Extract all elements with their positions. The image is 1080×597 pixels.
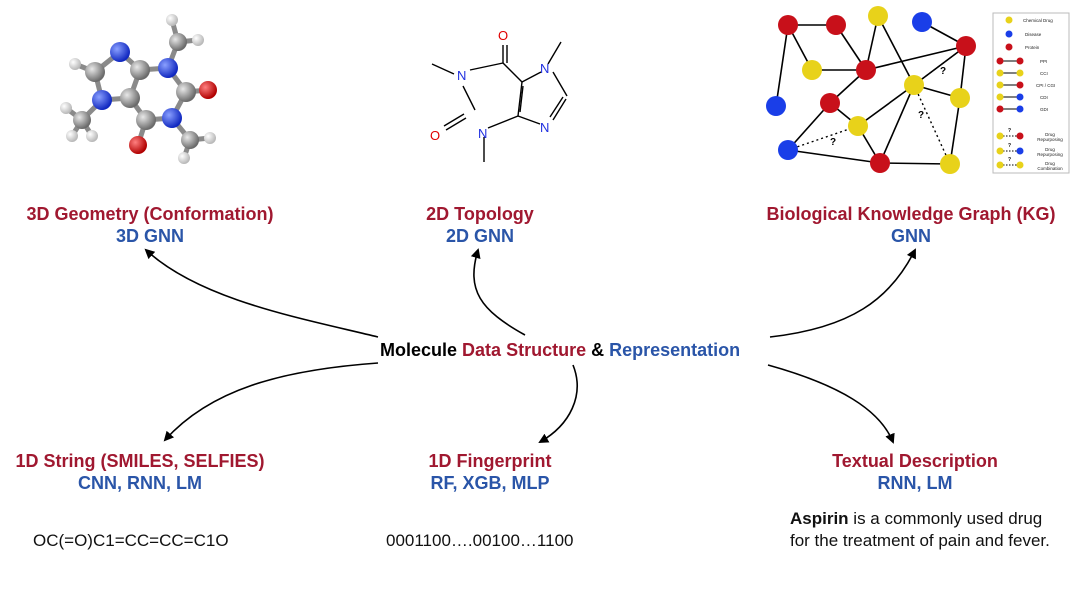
legend-gdi: GDI [1040,107,1049,112]
legend-cci: CCI [1040,71,1048,76]
label-1d-fingerprint: 1D Fingerprint RF, XGB, MLP [390,450,590,494]
legend-drug-repurposing-2: Drug Repurposing [1037,147,1063,157]
legend-question-1: ? [1008,128,1011,134]
kg-legend-symbols: ? ? ? [992,12,1070,174]
example-smiles: OC(=O)C1=CC=CC=C1O [33,531,229,550]
legend-protein: Protein [1025,45,1040,50]
legend-drug-combination: Drug Combination [1037,161,1063,171]
label-2d-topology: 2D Topology 2D GNN [380,203,580,247]
atom-n-left: N [457,68,466,83]
model-1d-string: CNN, RNN, LM [78,473,202,493]
label-knowledge-graph: Biological Knowledge Graph (KG) GNN [750,203,1072,247]
atom-n-right: N [540,120,549,135]
title-2d-topology: 2D Topology [426,204,534,224]
legend-cpi-cgi: CPI / CGI [1036,83,1056,88]
model-3d-gnn: 3D GNN [115,226,184,246]
model-1d-fingerprint: RF, XGB, MLP [430,473,550,493]
model-kg-gnn: GNN [891,226,931,246]
model-2d-gnn: 2D GNN [445,226,514,246]
arrow-to-kg [769,248,916,338]
atom-n-bottom: N [478,126,487,141]
molecule-3d-image [60,14,217,164]
legend-disease: Disease [1025,32,1042,37]
knowledge-graph-image: ? ? ? [766,6,976,174]
title-1d-fingerprint: 1D Fingerprint [428,451,552,471]
legend-ppi: PPI [1040,59,1048,64]
arrow-to-1d-string [163,362,379,442]
example-aspirin: Aspirin [790,509,849,528]
molecule-2d-image: O N N O N N [430,28,568,162]
center-data-structure: Data Structure [462,340,587,360]
example-aspirin-description: is a commonly used drug for the treatmen… [790,509,1050,550]
legend-question-2: ? [1008,143,1011,149]
kg-question-3: ? [918,110,924,121]
title-knowledge-graph: Biological Knowledge Graph (KG) [766,204,1056,224]
model-textual-description: RNN, LM [877,473,953,493]
center-title: Molecule Data Structure & Representation [380,340,780,361]
kg-question-1: ? [940,66,946,77]
label-textual-description: Textual Description RNN, LM [800,450,1030,494]
arrow-to-1d-fingerprint [538,364,578,443]
arrow-to-2d-topology [470,248,526,336]
title-textual-description: Textual Description [832,451,998,471]
center-representation: Representation [609,340,741,360]
legend-cdi: CDI [1040,95,1048,100]
center-molecule: Molecule [380,340,458,360]
legend-question-3: ? [1008,157,1011,163]
atom-o-left: O [430,128,440,143]
atom-n-top-right: N [540,61,549,76]
arrows [144,248,916,444]
arrow-to-3d-geometry [144,248,379,338]
example-fingerprint: 0001100….00100…1100 [386,531,574,550]
label-3d-geometry: 3D Geometry (Conformation) 3D GNN [0,203,300,247]
title-3d-geometry: 3D Geometry (Conformation) [26,204,274,224]
legend-drug-repurposing-1: Drug Repurposing [1037,132,1063,142]
label-1d-string: 1D String (SMILES, SELFIES) CNN, RNN, LM [0,450,280,494]
kg-question-2: ? [830,137,836,148]
atom-o-top: O [498,28,508,43]
center-ampersand: & [591,340,605,360]
legend-chemical-drug: Chemical Drug [1023,18,1053,23]
arrow-to-text-description [767,364,895,444]
example-text-description: Aspirin is a commonly used drug for the … [790,508,1050,552]
title-1d-string: 1D String (SMILES, SELFIES) [15,451,265,471]
